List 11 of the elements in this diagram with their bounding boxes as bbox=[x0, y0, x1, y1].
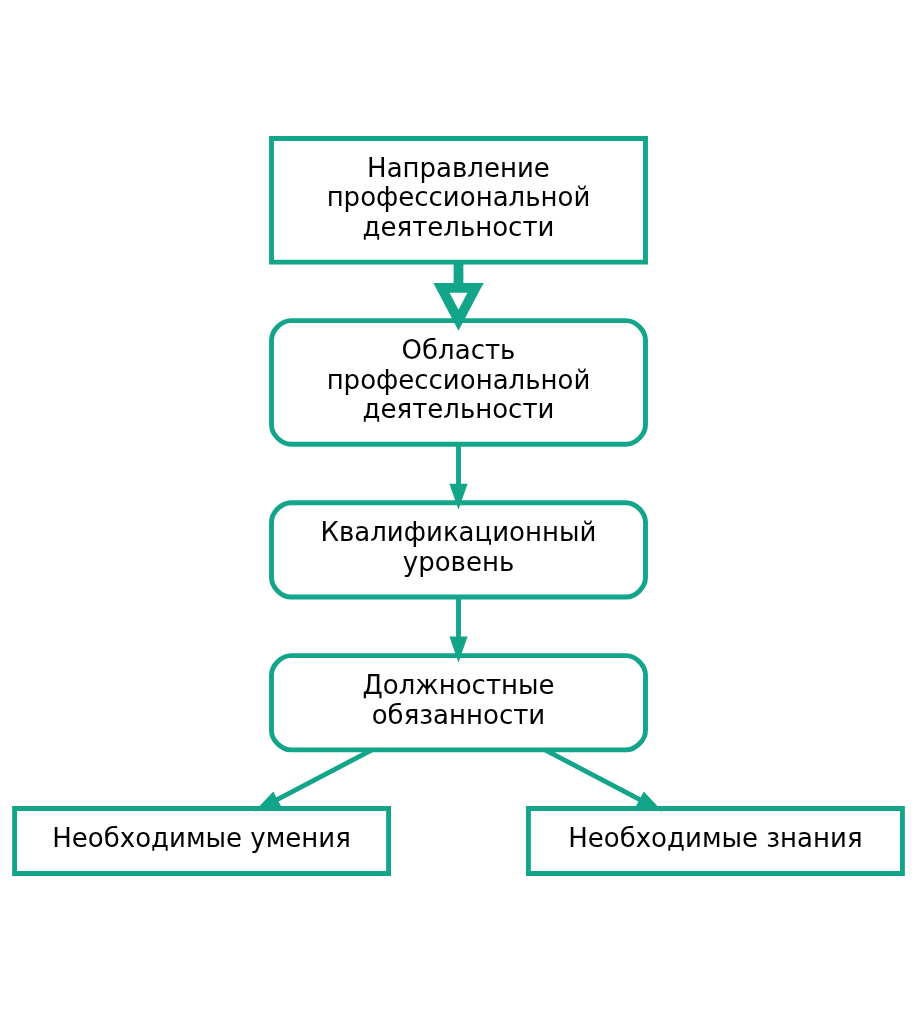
node-box: Направление профессиональной деятельности bbox=[269, 135, 648, 265]
node-box: Область профессиональной деятельности bbox=[269, 317, 648, 447]
arrow bbox=[254, 747, 373, 812]
arrow bbox=[449, 443, 468, 510]
node-box: Необходимые знания bbox=[525, 805, 905, 876]
node-box: Необходимые умения bbox=[12, 805, 391, 876]
node-box: Должностные обязанности bbox=[269, 652, 648, 752]
arrow bbox=[449, 596, 468, 663]
arrow bbox=[433, 262, 484, 331]
node-box: Квалификационный уровень bbox=[269, 499, 648, 599]
arrow bbox=[544, 747, 663, 812]
